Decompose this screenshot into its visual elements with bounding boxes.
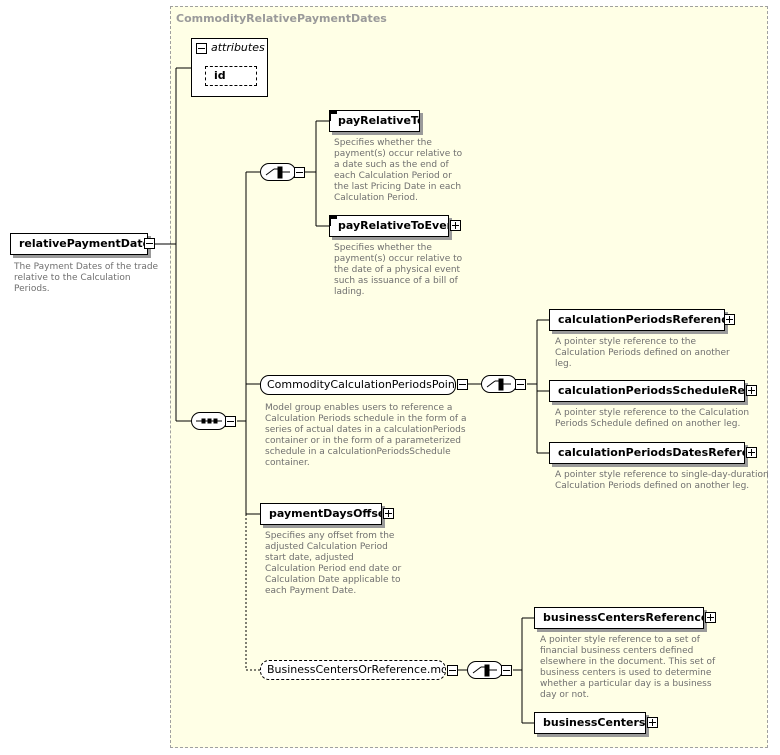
choice-compositor bbox=[260, 163, 296, 181]
documentation-icon bbox=[330, 216, 337, 226]
element-payment-days-offset[interactable]: paymentDaysOffset bbox=[260, 503, 382, 525]
element-business-centers[interactable]: businessCenters bbox=[534, 712, 646, 734]
collapse-icon[interactable] bbox=[225, 416, 236, 427]
element-description: A pointer style reference to the Calcula… bbox=[555, 408, 750, 429]
sequence-icon bbox=[196, 418, 222, 424]
documentation-icon bbox=[330, 111, 337, 121]
collapse-icon[interactable] bbox=[447, 665, 458, 676]
choice-compositor bbox=[481, 375, 517, 393]
attribute-id[interactable]: id bbox=[205, 66, 257, 86]
collapse-icon[interactable] bbox=[457, 379, 468, 390]
choice-compositor bbox=[467, 661, 503, 679]
complex-type-title: CommodityRelativePaymentDates bbox=[176, 12, 387, 25]
element-description: Specifies whether the payment(s) occur r… bbox=[334, 243, 463, 297]
expand-icon[interactable] bbox=[746, 385, 757, 396]
element-description: A pointer style reference to single-day-… bbox=[555, 470, 769, 491]
element-calculation-periods-dates-reference[interactable]: calculationPeriodsDatesRefere... bbox=[549, 442, 745, 464]
collapse-icon[interactable] bbox=[294, 167, 305, 178]
element-pay-relative-to-event[interactable]: payRelativeToEvent bbox=[329, 215, 449, 237]
attributes-title: attributes bbox=[211, 41, 265, 54]
collapse-icon[interactable] bbox=[196, 43, 207, 54]
choice-icon bbox=[265, 166, 290, 179]
expand-icon[interactable] bbox=[724, 314, 735, 325]
expand-icon[interactable] bbox=[450, 220, 461, 231]
collapse-icon[interactable] bbox=[501, 665, 512, 676]
choice-icon bbox=[486, 378, 511, 391]
element-description: A pointer style reference to the Calcula… bbox=[555, 337, 730, 369]
element-relative-payment-dates[interactable]: relativePaymentDates bbox=[10, 233, 148, 255]
collapse-icon[interactable] bbox=[515, 379, 526, 390]
element-calculation-periods-reference[interactable]: calculationPeriodsReference bbox=[549, 309, 725, 331]
group-description: Model group enables users to reference a… bbox=[265, 403, 467, 468]
group-commodity-calculation-periods-pointer[interactable]: CommodityCalculationPeriodsPointer.... bbox=[260, 375, 456, 395]
expand-icon[interactable] bbox=[746, 447, 757, 458]
choice-icon bbox=[472, 664, 497, 677]
element-pay-relative-to[interactable]: payRelativeTo bbox=[329, 110, 420, 132]
group-business-centers-or-reference[interactable]: BusinessCentersOrReference.model bbox=[260, 660, 446, 680]
element-description: A pointer style reference to a set of fi… bbox=[540, 635, 716, 700]
expand-icon[interactable] bbox=[647, 717, 658, 728]
expand-icon[interactable] bbox=[383, 508, 394, 519]
collapse-icon[interactable] bbox=[144, 238, 155, 249]
sequence-compositor bbox=[191, 412, 227, 430]
element-calculation-periods-schedule-reference[interactable]: calculationPeriodsScheduleRef... bbox=[549, 380, 745, 402]
element-description: Specifies any offset from the adjusted C… bbox=[265, 531, 402, 596]
expand-icon[interactable] bbox=[705, 612, 716, 623]
element-description: Specifies whether the payment(s) occur r… bbox=[334, 138, 463, 203]
element-business-centers-reference[interactable]: businessCentersReference bbox=[534, 607, 704, 629]
element-description: The Payment Dates of the trade relative … bbox=[14, 262, 159, 294]
